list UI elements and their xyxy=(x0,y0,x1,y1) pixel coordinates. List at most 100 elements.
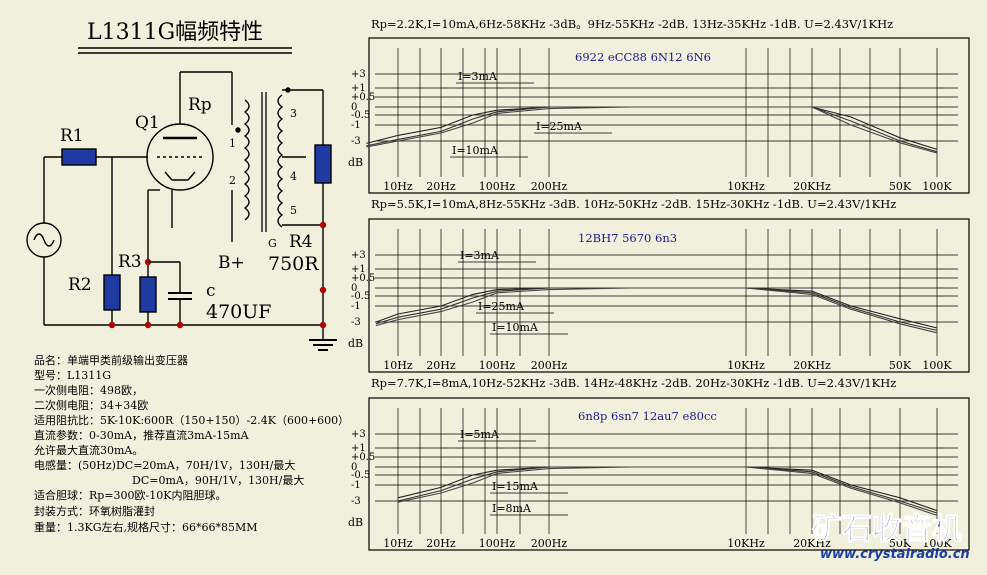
series-label: I=8mA xyxy=(492,502,532,515)
x-tick-label: 100Hz xyxy=(479,180,516,193)
x-tick-label: 10KHz xyxy=(727,537,765,550)
y-tick-label: +3 xyxy=(351,69,366,80)
x-tick-label: 20KHz xyxy=(793,359,831,372)
y-tick-label: +3 xyxy=(351,250,366,261)
x-tick-label: 20KHz xyxy=(793,180,831,193)
y-tick-label: +1 xyxy=(351,264,366,275)
y-tick-label: -0.5 xyxy=(351,291,370,302)
chart-3-header: Rp=7.7K,I=8mA,10Hz-52KHz -3dB. 14Hz-48KH… xyxy=(371,376,896,390)
series-label: I=25mA xyxy=(536,120,583,133)
dot-mark xyxy=(235,127,241,133)
series-line xyxy=(375,287,938,331)
plot-frame xyxy=(368,397,970,551)
chart-3-tubes: 6n8p 6sn7 12au7 e80cc xyxy=(578,409,717,423)
y-tick-label: dB xyxy=(348,516,363,529)
y-tick-label: +3 xyxy=(351,429,366,440)
spec-list: 品名：单端甲类前级输出变压器 型号：L1311G 一次侧电阻：498欧， 二次侧… xyxy=(34,353,349,534)
series-line xyxy=(366,106,938,154)
y-tick-label: +0.5 xyxy=(351,92,375,103)
x-tick-label: 50K xyxy=(889,180,912,193)
spec-line: 重量：1.3KG左右,规格尺寸：66*66*85MM xyxy=(34,520,258,534)
spec-line: 封装方式：环氧树脂灌封 xyxy=(34,504,155,518)
label-r1: R1 xyxy=(60,126,84,146)
node-dot xyxy=(176,321,184,329)
y-tick-label: -1 xyxy=(351,301,361,312)
y-tick-label: +1 xyxy=(351,443,366,454)
chart-1-header: Rp=2.2K,I=10mA,6Hz-58KHz -3dB。9Hz-55KHz … xyxy=(371,17,893,31)
y-tick-label: +0.5 xyxy=(351,273,375,284)
node-dot xyxy=(319,221,327,229)
x-tick-label: 100Hz xyxy=(479,359,516,372)
chart-2-tubes: 12BH7 5670 6n3 xyxy=(578,231,677,245)
label-pin-1: 1 xyxy=(229,137,236,150)
y-tick-label: 0 xyxy=(351,462,357,473)
y-tick-label: -1 xyxy=(351,480,361,491)
series-label: I=10mA xyxy=(492,321,539,334)
y-tick-label: -1 xyxy=(351,120,361,131)
x-tick-label: 20KHz xyxy=(793,537,831,550)
label-rp: Rp xyxy=(188,95,212,115)
primary-winding xyxy=(243,99,250,221)
y-tick-label: -3 xyxy=(351,317,361,328)
spec-line: 适用阻抗比：5K-10K:600R（150+150）-2.4K（600+600） xyxy=(34,413,349,427)
series-line xyxy=(375,287,938,334)
node-dot xyxy=(144,321,152,329)
y-tick-label: -0.5 xyxy=(351,470,370,481)
schematic xyxy=(26,71,337,351)
tube-cathode xyxy=(164,171,196,181)
x-tick-label: 10KHz xyxy=(727,180,765,193)
y-tick-label: dB xyxy=(348,337,363,350)
plot-frame xyxy=(368,37,970,194)
y-tick-label: -3 xyxy=(351,136,361,147)
chart-1-tubes: 6922 eCC88 6N12 6N6 xyxy=(575,50,711,64)
resistor-r2 xyxy=(103,274,121,311)
label-pin-2: 2 xyxy=(229,174,236,187)
y-tick-label: dB xyxy=(348,156,363,169)
series-label: I=25mA xyxy=(478,300,525,313)
watermark-url: www.crystalradio.cn xyxy=(820,547,970,562)
watermark-logo: 矿石收音机 www.crystalradio.cn xyxy=(812,512,970,563)
x-tick-label: 10Hz xyxy=(383,537,413,550)
label-pin-3: 3 xyxy=(290,107,297,120)
x-tick-label: 20Hz xyxy=(426,359,456,372)
spec-line: 适合胆球：Rp=300欧-10K内阻胆球。 xyxy=(34,488,226,502)
series-label: I=3mA xyxy=(458,70,498,83)
x-tick-label: 100K xyxy=(922,537,952,550)
x-tick-label: 100K xyxy=(922,359,952,372)
label-r3: R3 xyxy=(118,252,142,272)
series-label: I=3mA xyxy=(460,249,500,262)
x-tick-label: 50K xyxy=(889,537,912,550)
resistor-r3 xyxy=(139,276,157,313)
x-tick-label: 200Hz xyxy=(531,180,568,193)
page-title: L1311G幅频特性 xyxy=(87,20,263,45)
x-tick-label: 10KHz xyxy=(727,359,765,372)
sine-wave-icon xyxy=(33,233,55,247)
node-dot xyxy=(108,321,116,329)
label-pin-5: 5 xyxy=(290,204,297,217)
x-tick-label: 200Hz xyxy=(531,537,568,550)
y-tick-label: +0.5 xyxy=(351,452,375,463)
chart-2-header: Rp=5.5K,I=10mA,8Hz-55KHz -3dB. 10Hz-50KH… xyxy=(371,197,896,211)
x-tick-label: 100K xyxy=(922,180,952,193)
label-bplus: B+ xyxy=(218,253,245,273)
plot-frame xyxy=(368,218,970,373)
x-tick-label: 200Hz xyxy=(531,359,568,372)
secondary-winding xyxy=(277,94,284,228)
spec-line: 品名：单端甲类前级输出变压器 xyxy=(34,353,188,367)
label-c: c xyxy=(206,281,216,301)
spec-line: 二次侧电阻：34+34欧 xyxy=(34,398,148,412)
label-c-value: 470UF xyxy=(206,301,271,323)
node-dot xyxy=(319,286,327,294)
y-tick-label: -3 xyxy=(351,496,361,507)
signal-source-icon xyxy=(26,222,62,258)
resistor-r1 xyxy=(61,148,97,166)
x-tick-label: 20Hz xyxy=(426,537,456,550)
y-tick-label: 0 xyxy=(351,102,357,113)
dot-mark xyxy=(285,87,291,93)
